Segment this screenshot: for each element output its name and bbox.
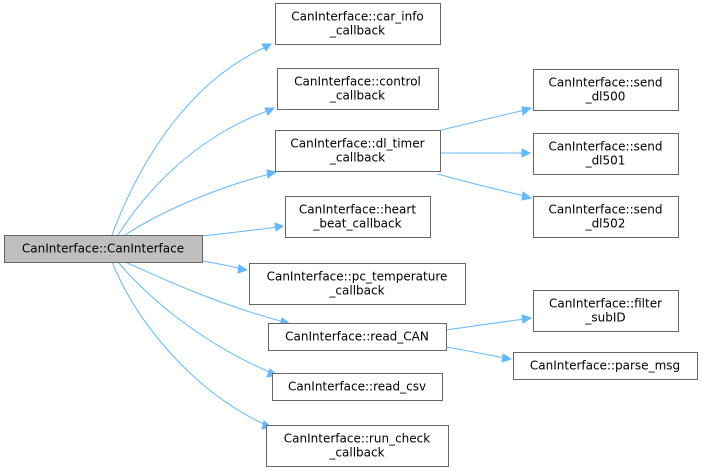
arrowhead-icon	[264, 107, 276, 116]
node-label: _beat_callback	[312, 217, 401, 231]
edge-line	[437, 109, 526, 132]
node-car-info[interactable]: CanInterface::car_info_callback	[275, 3, 441, 45]
node-box	[275, 130, 441, 172]
node-send502[interactable]: CanInterface::send_dl502	[533, 196, 679, 238]
node-heart-beat[interactable]: CanInterface::heart_beat_callback	[285, 196, 431, 238]
edge-line	[201, 226, 279, 237]
arrowhead-icon	[237, 264, 249, 274]
node-label: CanInterface::parse_msg	[530, 359, 680, 373]
node-read-can[interactable]: CanInterface::read_CAN	[268, 323, 447, 351]
edge-read_can-to-filter	[445, 314, 533, 331]
node-box	[533, 133, 679, 175]
node-label: CanInterface::CanInterface	[22, 242, 184, 256]
node-label: CanInterface::filter	[549, 297, 662, 311]
node-pc-temp[interactable]: CanInterface::pc_temperature_callback	[249, 263, 466, 305]
edge-root-to-control	[117, 107, 276, 236]
node-label: _dl500	[585, 90, 626, 104]
node-box	[266, 425, 449, 467]
node-label: CanInterface::control	[294, 75, 421, 89]
node-send500[interactable]: CanInterface::send_dl500	[533, 69, 679, 111]
node-label: _callback	[329, 151, 385, 165]
edge-line	[111, 45, 269, 236]
node-box	[277, 68, 439, 110]
node-dl-timer[interactable]: CanInterface::dl_timer_callback	[275, 130, 441, 172]
node-label: _dl502	[585, 217, 626, 231]
node-box	[285, 196, 431, 238]
node-label: _callback	[329, 89, 385, 103]
node-label: CanInterface::pc_temperature	[267, 270, 448, 284]
edge-dl_timer-to-send500	[437, 106, 533, 132]
node-box	[272, 373, 443, 401]
node-box	[533, 290, 679, 332]
call-nodes: CanInterface::CanInterfaceCanInterface::…	[4, 3, 698, 467]
node-label: _dl501	[585, 154, 626, 168]
node-root[interactable]: CanInterface::CanInterface	[4, 235, 203, 263]
node-send501[interactable]: CanInterface::send_dl501	[533, 133, 679, 175]
edge-line	[201, 260, 243, 270]
arrowhead-icon	[521, 106, 533, 116]
node-label: CanInterface::read_csv	[288, 380, 426, 394]
node-box	[513, 352, 698, 380]
edge-read_can-to-parse	[445, 346, 513, 363]
node-box	[249, 263, 466, 305]
edge-dl_timer-to-send502	[437, 173, 533, 201]
node-box	[533, 69, 679, 111]
edge-root-to-car_info	[111, 43, 272, 236]
edge-line	[445, 346, 506, 359]
edge-line	[437, 173, 526, 197]
node-read-csv[interactable]: CanInterface::read_csv	[272, 373, 443, 401]
edge-line	[117, 109, 271, 236]
edge-line	[111, 261, 267, 426]
arrowhead-icon	[501, 353, 513, 363]
edge-line	[124, 261, 285, 323]
node-box	[275, 3, 441, 45]
node-label: CanInterface::car_info	[291, 10, 424, 24]
arrowhead-icon	[266, 169, 278, 179]
node-label: _subID	[584, 311, 625, 325]
arrowhead-icon	[521, 148, 532, 158]
edge-root-to-pc_temp	[201, 260, 249, 274]
edge-line	[117, 261, 273, 374]
edge-root-to-run_check	[111, 261, 273, 430]
node-label: CanInterface::read_CAN	[285, 330, 429, 344]
node-box	[268, 323, 447, 351]
node-label: CanInterface::send	[548, 76, 662, 90]
edge-line	[124, 173, 271, 236]
node-box	[4, 235, 203, 263]
arrowhead-icon	[261, 43, 272, 52]
node-run-check[interactable]: CanInterface::run_check_callback	[266, 425, 449, 467]
node-label: CanInterface::send	[548, 140, 662, 154]
node-label: CanInterface::dl_timer	[290, 137, 424, 151]
node-parse[interactable]: CanInterface::parse_msg	[513, 352, 698, 380]
edge-root-to-heart_beat	[201, 222, 285, 237]
arrowhead-icon	[274, 222, 285, 232]
edge-root-to-dl_timer	[124, 169, 278, 236]
node-label: CanInterface::send	[548, 203, 662, 217]
arrowhead-icon	[521, 191, 533, 201]
node-label: _callback	[329, 24, 385, 38]
node-label: _callback	[328, 446, 384, 460]
node-control[interactable]: CanInterface::control_callback	[277, 68, 439, 110]
edge-line	[445, 318, 526, 331]
node-box	[533, 196, 679, 238]
arrowhead-icon	[521, 314, 533, 324]
node-label: CanInterface::run_check	[284, 432, 430, 446]
node-label: CanInterface::heart	[299, 203, 416, 217]
edge-dl_timer-to-send501	[440, 148, 532, 158]
node-label: _callback	[328, 284, 384, 298]
node-filter[interactable]: CanInterface::filter_subID	[533, 290, 679, 332]
